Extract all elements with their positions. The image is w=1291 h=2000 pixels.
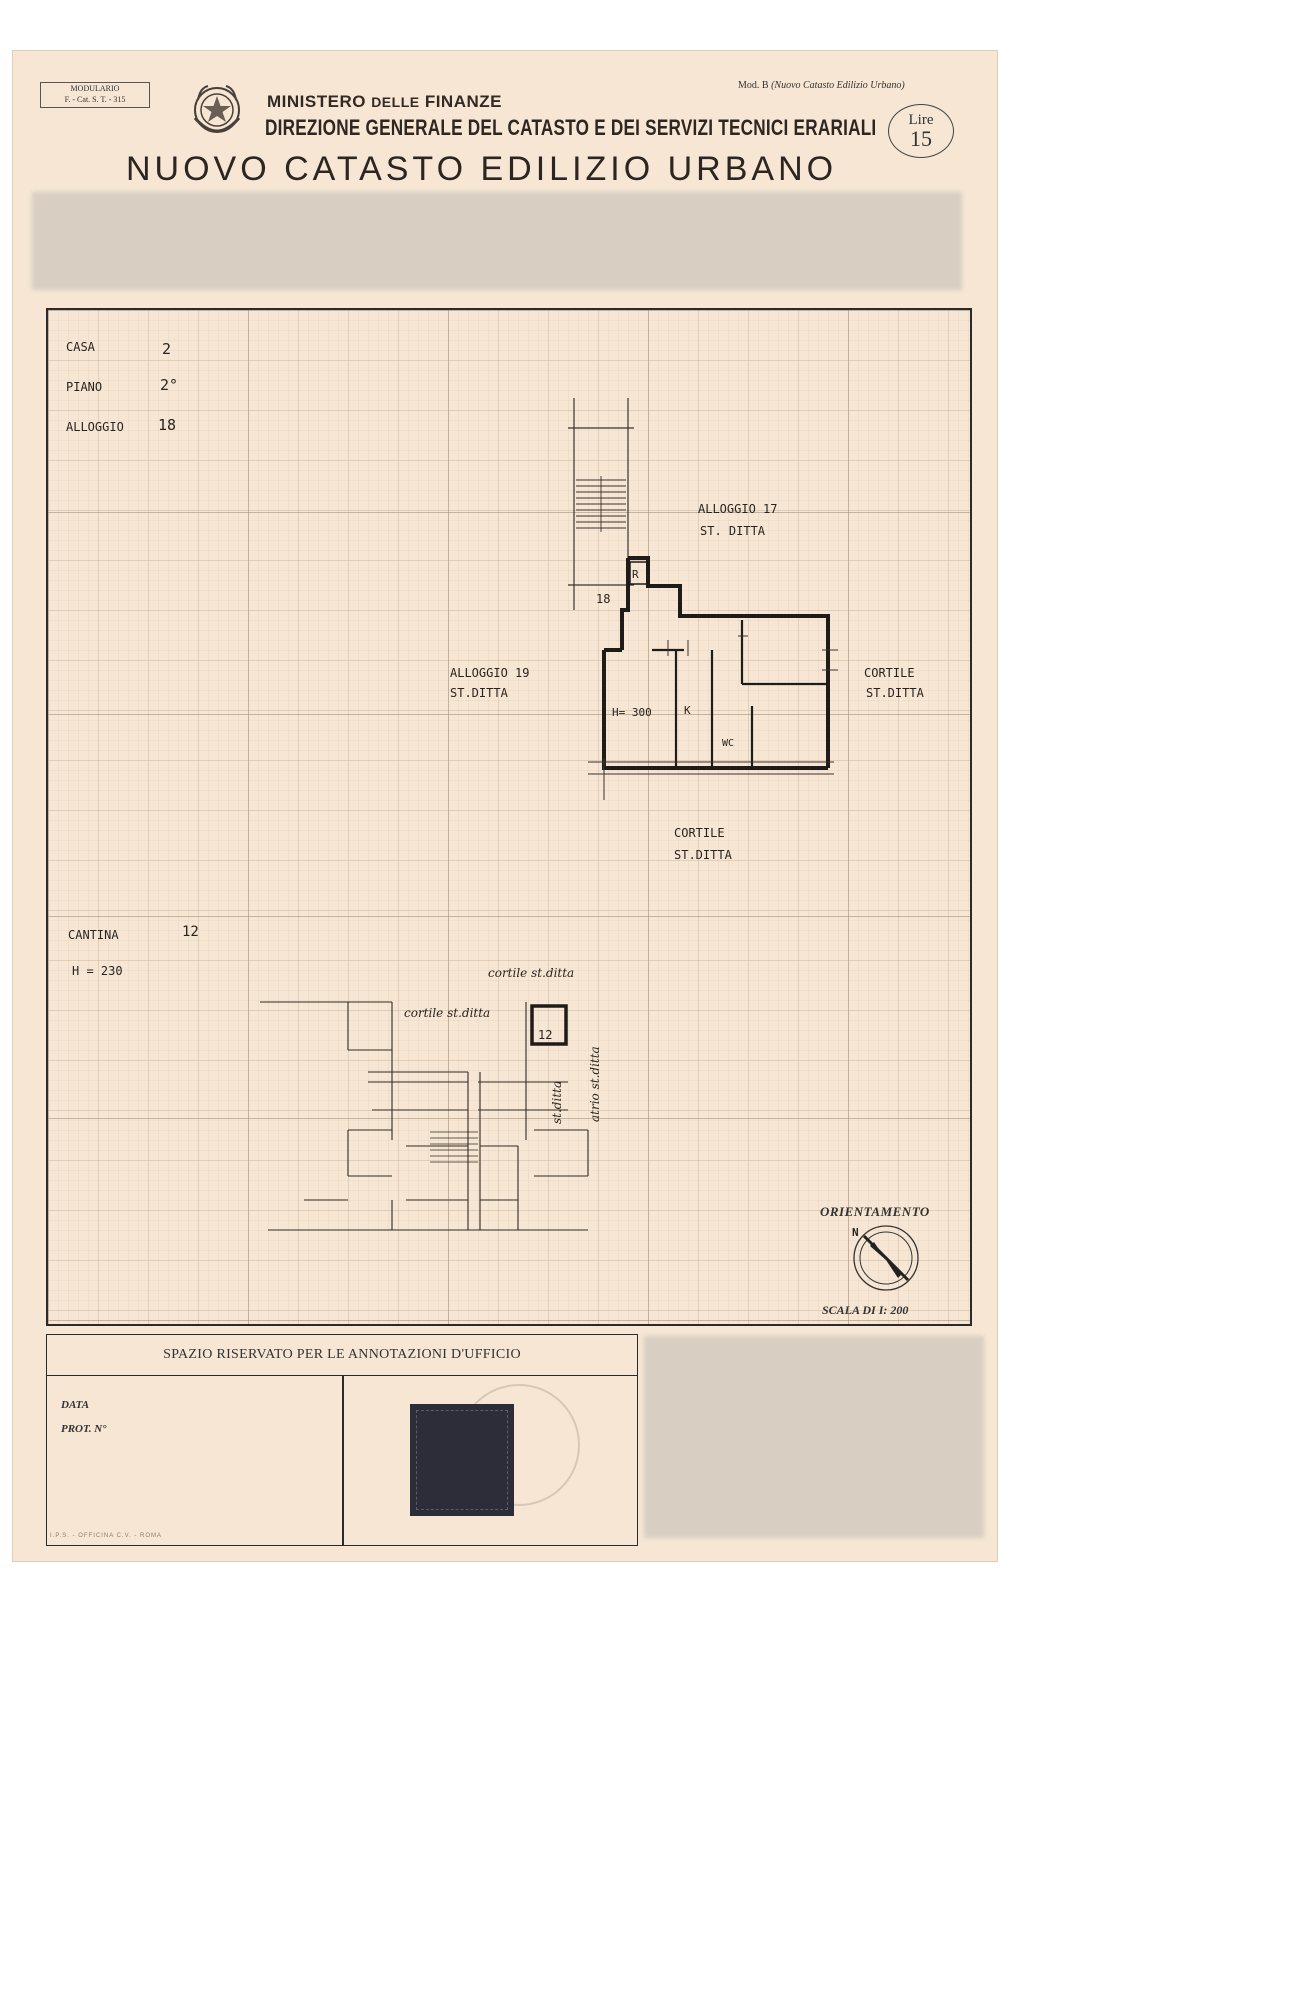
cellar-plan (260, 1001, 589, 1231)
cantina-height: H = 230 (72, 964, 123, 978)
room-wc-label: WC (722, 738, 735, 749)
room-18-label: 18 (596, 592, 611, 606)
data-label: DATA (61, 1399, 90, 1411)
ministry-title: MINISTERO DELLE FINANZE (267, 92, 502, 112)
room-k-label: K (684, 704, 691, 717)
alloggio-label: ALLOGGIO (66, 420, 124, 434)
revenue-stamp (410, 1404, 514, 1516)
modulario-line1: MODULARIO (70, 84, 120, 93)
ministry-delle: DELLE (371, 94, 420, 110)
mod-b-note: (Nuovo Catasto Edilizio Urbano) (771, 80, 905, 91)
lire-value: 15 (910, 126, 932, 151)
redacted-signature-area (644, 1336, 984, 1538)
alloggio17-label: ALLOGGIO 17 (698, 502, 778, 516)
cortile-bottom-owner: ST.DITTA (674, 848, 732, 862)
lire-circle: Lire 15 (888, 104, 954, 158)
piano-value: 2° (160, 376, 179, 394)
piano-label: PIANO (66, 380, 103, 394)
mod-b-prefix: Mod. B (738, 80, 769, 91)
modulario-line2: F. - Cat. S. T. - 315 (64, 95, 126, 104)
alloggio19-label: ALLOGGIO 19 (450, 666, 530, 680)
lire-label: Lire (908, 112, 934, 128)
cellar-12-box (530, 1004, 568, 1046)
cortile-hand-left: cortile st.ditta (404, 1006, 491, 1020)
annotations-box: SPAZIO RISERVATO PER LE ANNOTAZIONI D'UF… (46, 1334, 638, 1546)
cortile-right-label: CORTILE (864, 666, 915, 680)
cortile-hand-top: cortile st.ditta (488, 966, 575, 980)
annotations-title: SPAZIO RISERVATO PER LE ANNOTAZIONI D'UF… (47, 1335, 637, 1376)
republic-emblem-icon (193, 85, 241, 133)
catasto-title: NUOVO CATASTO EDILIZIO URBANO (126, 150, 838, 188)
openings (588, 635, 838, 800)
alloggio17-owner: ST. DITTA (700, 524, 766, 538)
direzione-title: DIREZIONE GENERALE DEL CATASTO E DEI SER… (265, 115, 877, 140)
plan-frame: CASA 2 PIANO 2° ALLOGGIO 18 ALLOGGIO 17 … (46, 308, 972, 1326)
north-label: N (852, 1226, 859, 1239)
plan-drawing (48, 310, 970, 1324)
ministry-finanze: FINANZE (424, 92, 502, 111)
interior-partitions (629, 561, 826, 768)
atrio-vertical: atrio st.ditta (588, 1046, 602, 1122)
orientation-title: ORIENTAMENTO (820, 1204, 930, 1219)
height-label: H= 300 (612, 706, 652, 719)
printer-imprint: I.P.S. - OFFICINA C.V. - ROMA (50, 1533, 163, 1539)
cantina-value: 12 (182, 924, 199, 940)
scale-label: SCALA DI I: 200 (822, 1303, 909, 1317)
alloggio-value: 18 (158, 416, 177, 434)
prot-label: PROT. N° (61, 1423, 107, 1435)
ministry-word: MINISTERO (267, 92, 366, 111)
alloggio19-owner: ST.DITTA (450, 686, 508, 700)
compass-rose-icon (853, 1225, 919, 1291)
annotations-divider (342, 1375, 344, 1545)
mod-b-label: Mod. B (Nuovo Catasto Edilizio Urbano) (738, 80, 905, 91)
casa-value: 2 (162, 340, 172, 358)
redacted-header-area (32, 192, 962, 290)
cortile-bottom-label: CORTILE (674, 826, 725, 840)
revenue-stamp-border (416, 1410, 508, 1510)
st-ditta-vertical: st.ditta (550, 1080, 564, 1124)
room-r-label: R (632, 568, 639, 581)
modulario-box: MODULARIO F. - Cat. S. T. - 315 (40, 82, 150, 108)
cortile-right-owner: ST.DITTA (866, 686, 924, 700)
cantina-label: CANTINA (68, 928, 119, 942)
cell-12-label: 12 (538, 1028, 553, 1042)
casa-label: CASA (66, 340, 95, 354)
